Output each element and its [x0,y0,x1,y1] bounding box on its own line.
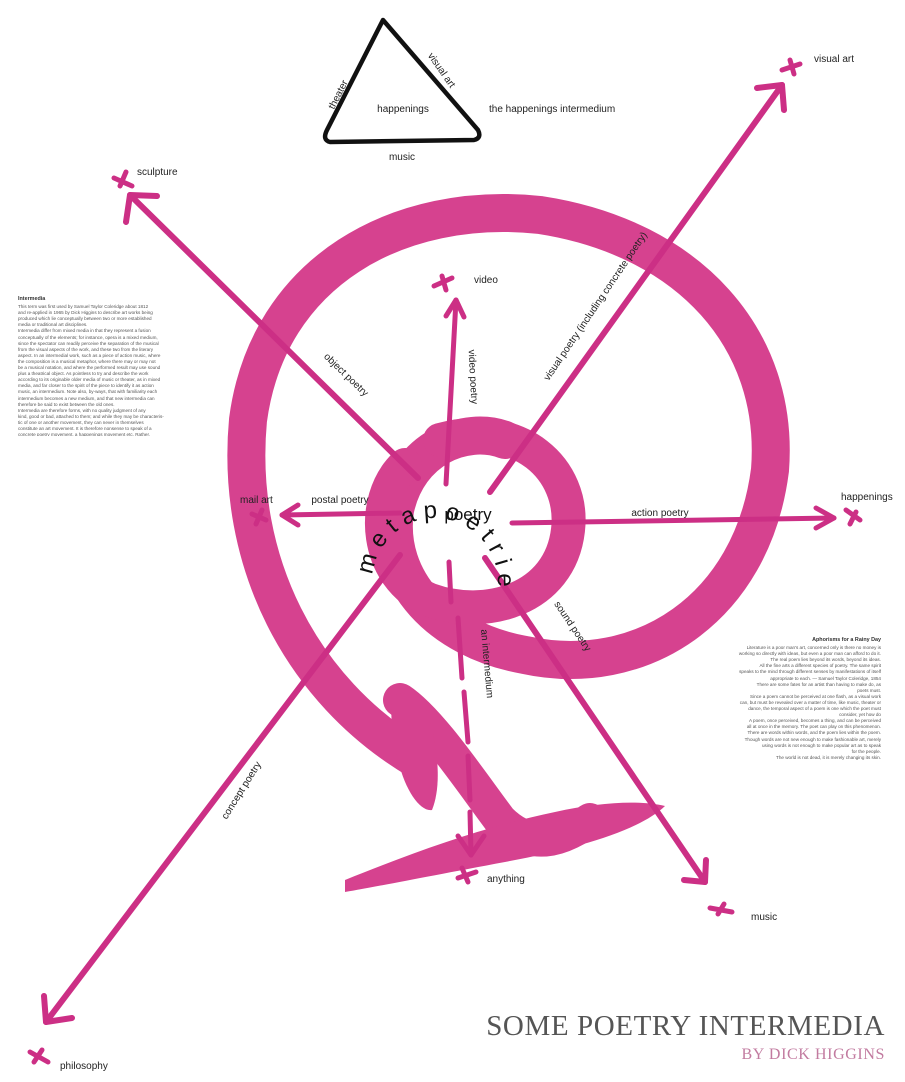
aphorisms-heading: Aphorisms for a Rainy Day [647,637,881,643]
title-block: SOME POETRY INTERMEDIA BY DICK HIGGINS [340,1010,885,1064]
label-visual-art: visual art [814,54,854,65]
pink-swirl [246,213,770,892]
label-video: video [474,275,498,286]
circle-letter: i [489,556,516,569]
center-word-poetry: poetry [444,505,492,524]
label-philosophy: philosophy [60,1061,108,1072]
label-music: music [751,912,777,923]
circle-letter: e [492,573,520,587]
byline: BY DICK HIGGINS [340,1046,885,1064]
along-postal-poetry: postal poetry [311,495,368,506]
triangle-center-happenings: happenings [377,104,429,115]
intermedia-definition: Intermedia This term was first used by S… [18,296,228,436]
label-anything: anything [487,874,525,885]
along-action-poetry: action poetry [631,508,688,519]
along-video-poetry: video poetry [466,349,480,404]
circle-letter: r [483,538,511,558]
circle-letter: t [475,523,500,546]
label-sculpture: sculpture [137,167,178,178]
triangle-side-music: music [389,152,415,163]
triangle-caption: the happenings intermedium [489,104,615,115]
circle-letter: s [0,0,6,6]
intermedia-heading: Intermedia [18,296,228,302]
along-concept-poetry: concept poetry [220,760,264,821]
intermedia-body: This term was first used by Samuel Taylo… [18,304,228,436]
aphorisms-body: Literature is a poor man's art, concerne… [647,645,881,761]
label-happenings: happenings [841,492,893,503]
arrow-philosophy [30,555,400,1062]
along-visual-poetry: visual poetry (including concrete poetry… [542,230,650,383]
circle-letter: p [423,497,438,525]
poster-title: SOME POETRY INTERMEDIA [340,1010,885,1043]
aphorisms-block: Aphorisms for a Rainy Day Literature is … [647,637,881,775]
label-mail-art: mail art [240,495,273,506]
happenings-triangle: theater visual art music happenings the … [325,20,615,163]
